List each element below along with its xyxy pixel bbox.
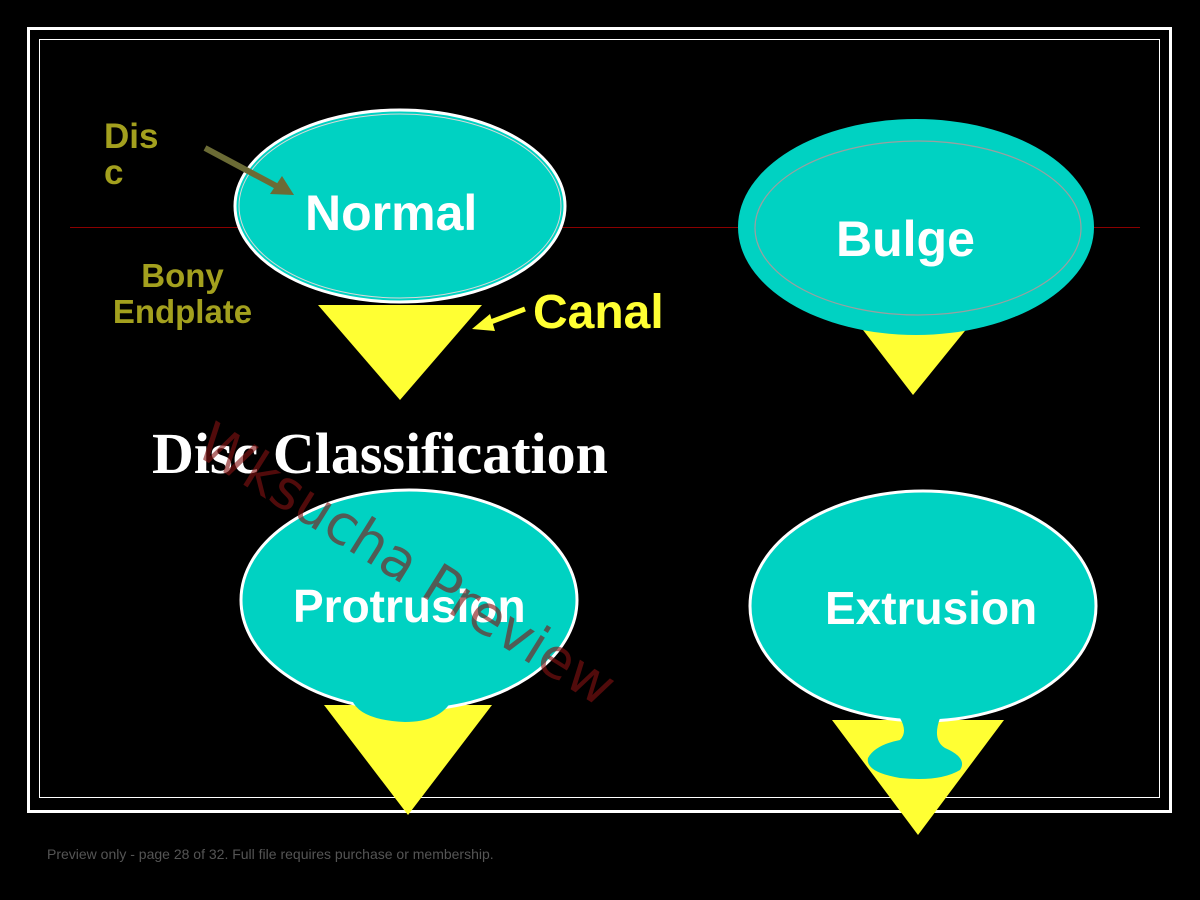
slide-outer-border	[27, 27, 1172, 813]
disc-label: Disc	[104, 117, 159, 192]
bulge-disc-ellipse	[738, 119, 1094, 335]
slide-inner-border	[39, 39, 1160, 798]
bulge-label: Bulge	[836, 211, 975, 267]
endplate-midline	[70, 227, 1140, 228]
extrusion-label: Extrusion	[825, 582, 1038, 634]
bony-endplate-label: Bony Endplate	[112, 257, 253, 330]
protrusion-label: Protrusion	[293, 580, 526, 632]
normal-canal-triangle	[318, 305, 482, 400]
canal-pointer-arrow-head	[472, 314, 495, 331]
preview-footer-notice: Preview only - page 28 of 32. Full file …	[47, 846, 494, 862]
disc-pointer-arrow-head	[270, 176, 294, 195]
extrusion-herniation	[867, 718, 963, 779]
normal-disc-outline	[238, 113, 562, 299]
protrusion-herniation	[352, 700, 452, 722]
normal-label: Normal	[305, 185, 478, 241]
normal-disc-ellipse	[233, 108, 567, 304]
canal-pointer-arrow-line	[487, 306, 526, 326]
protrusion-canal-triangle	[324, 705, 492, 815]
canal-label: Canal	[533, 286, 664, 339]
disc-pointer-arrow-line	[203, 145, 282, 191]
slide-title: Disc Classification	[152, 421, 608, 486]
bulge-disc-inner-outline	[754, 140, 1082, 316]
